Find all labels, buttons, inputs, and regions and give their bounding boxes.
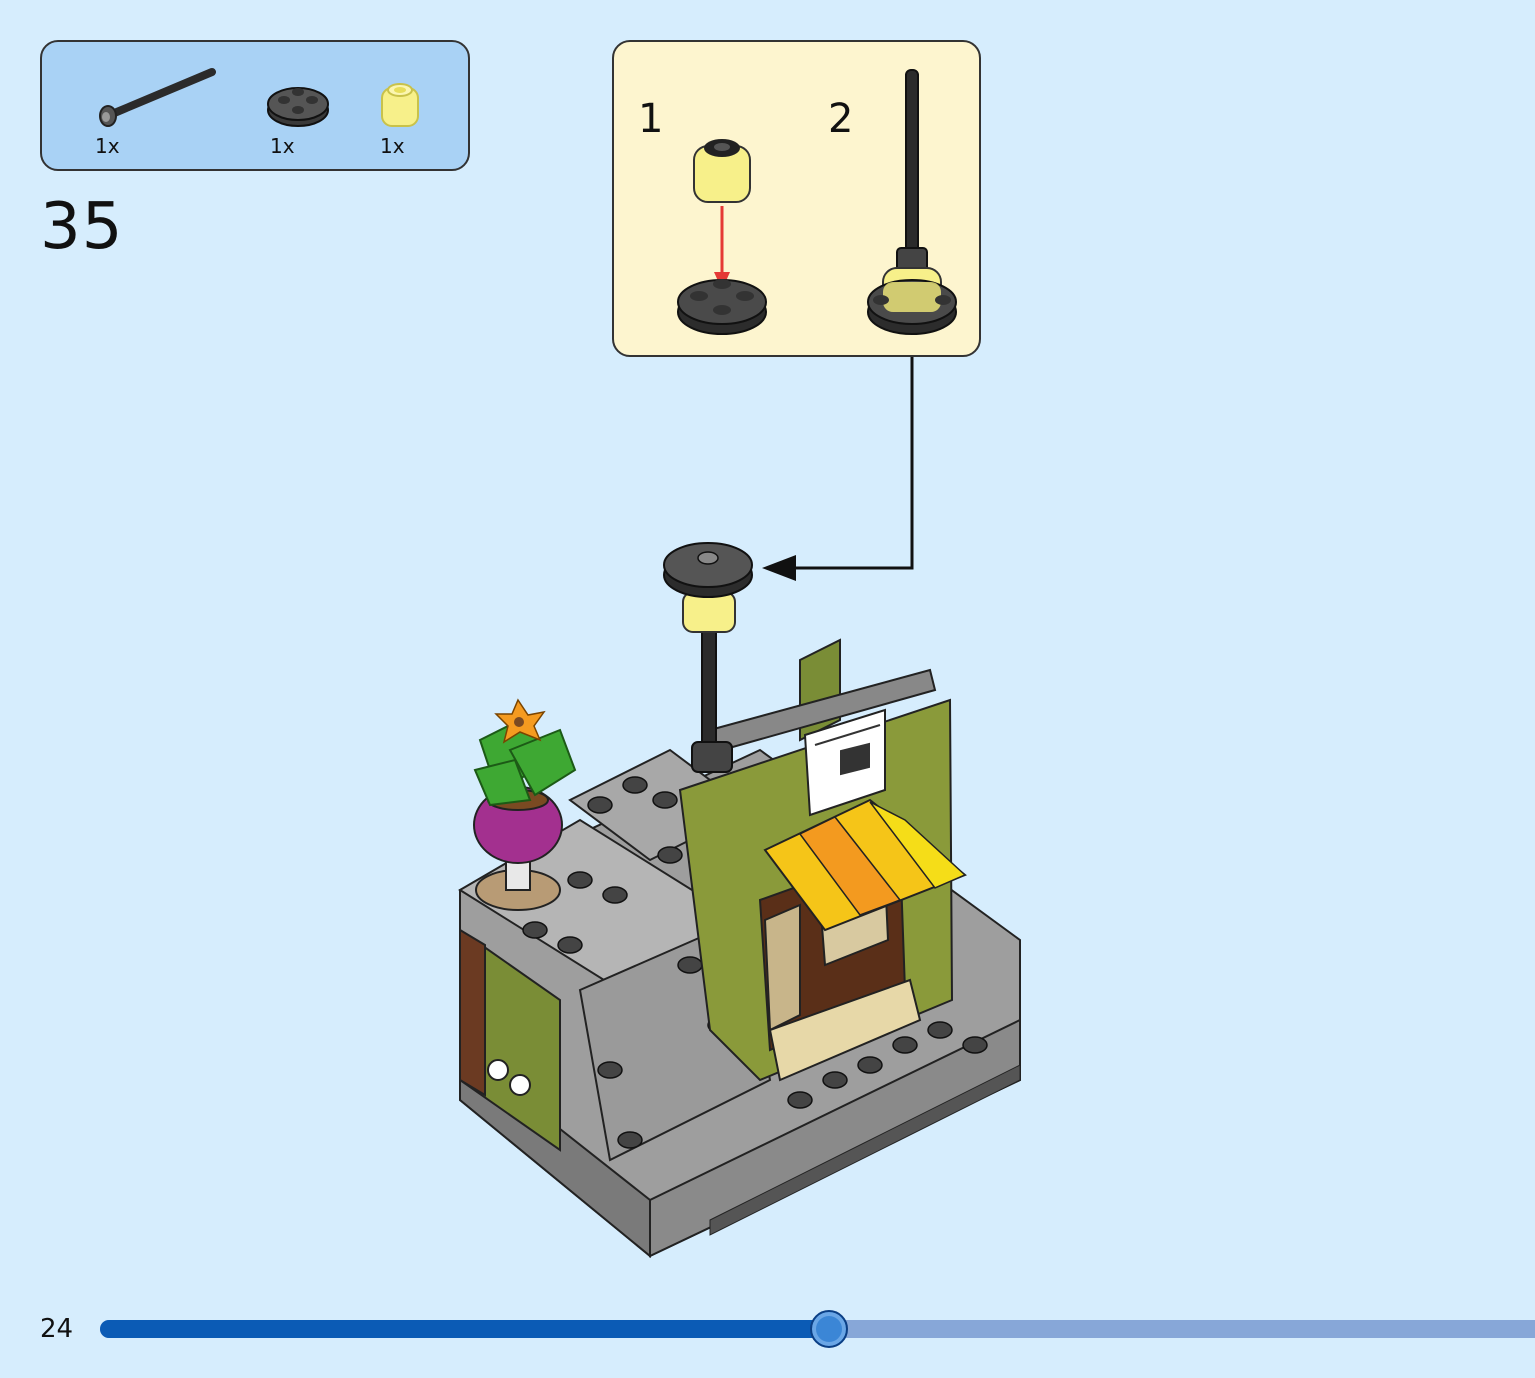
progress-indicator-knob (810, 1310, 848, 1348)
sub-step-label-1: 1 (638, 96, 664, 142)
sub-step-2-illustration (867, 69, 957, 335)
part-round-plate: 1x (266, 76, 336, 158)
page-number: 24 (40, 1314, 74, 1344)
part-qty: 1x (95, 134, 120, 158)
transparent-yellow-brick-icon (381, 83, 419, 127)
main-model-illustration (458, 542, 1021, 1259)
parts-list-box: 1x 1x 1x (40, 40, 470, 171)
sub-assembly-box: 1 2 (612, 40, 981, 357)
sub-step-1-illustration (677, 139, 767, 335)
progress-bar-fill (100, 1320, 829, 1338)
part-qty: 1x (380, 134, 405, 158)
lamp-post-bar-icon (99, 68, 216, 127)
step-number: 35 (40, 190, 124, 264)
sub-step-label-2: 2 (828, 96, 854, 142)
round-plate-icon (267, 87, 329, 127)
progress-bar (100, 1310, 1535, 1348)
part-qty: 1x (270, 134, 295, 158)
part-transparent-yellow-brick: 1x (376, 78, 436, 158)
part-lamp-post-bar: 1x (92, 62, 232, 158)
